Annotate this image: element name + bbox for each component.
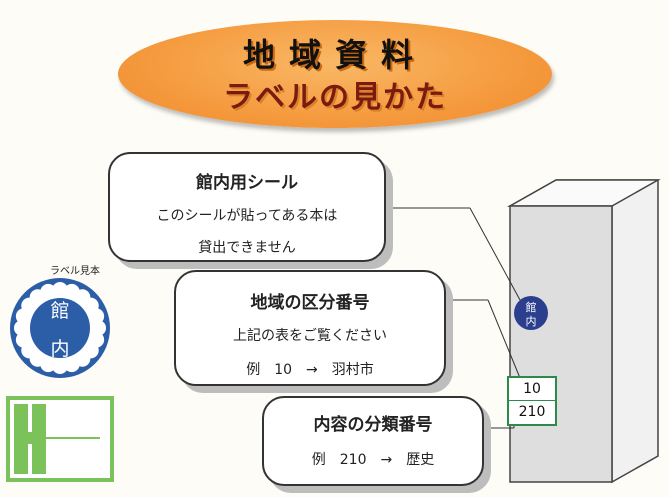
- sample-badge: [10, 278, 110, 378]
- spine-call-number-label: 10 210: [507, 376, 557, 426]
- spine-badge-char2: 内: [526, 314, 537, 328]
- sample-caption: ラベル見本: [50, 266, 100, 277]
- callout-region-number: 地域の区分番号 上記の表をご覧ください 例 10 → 羽村市: [174, 270, 446, 386]
- spine-badge-char1: 館: [526, 300, 537, 314]
- connector-line: [469, 207, 521, 301]
- callout-line: 例 210 → 歴史: [311, 452, 435, 468]
- callout-heading: 地域の区分番号: [250, 293, 370, 313]
- sample-badge-char1: 館: [50, 300, 70, 322]
- page-subtitle: ラベルの見かた: [223, 80, 447, 115]
- callout-heading: 館内用シール: [196, 173, 298, 193]
- callout-line: 貸出できません: [198, 240, 296, 256]
- spine-label-region: 10: [509, 378, 555, 401]
- sample-label-frame: [6, 396, 114, 482]
- title-oval: [118, 20, 552, 128]
- connector-line: [487, 299, 521, 379]
- sample-badge-char2: 内: [50, 338, 70, 360]
- callout-line: このシールが貼ってある本は: [156, 208, 338, 224]
- spine-badge: [514, 296, 548, 330]
- callout-line: 上記の表をご覧ください: [233, 328, 387, 344]
- callout-heading: 内容の分類番号: [313, 415, 433, 435]
- book-spine: [509, 205, 613, 483]
- callout-line: 例 10 → 羽村市: [246, 362, 374, 378]
- callout-classification-number: 内容の分類番号 例 210 → 歴史: [262, 396, 484, 486]
- page-title: 地域資料: [242, 36, 427, 74]
- spine-label-class: 210: [518, 404, 546, 420]
- callout-in-library-sticker: 館内用シール このシールが貼ってある本は 貸出できません: [108, 152, 386, 262]
- sample-badge-inner: [30, 298, 90, 358]
